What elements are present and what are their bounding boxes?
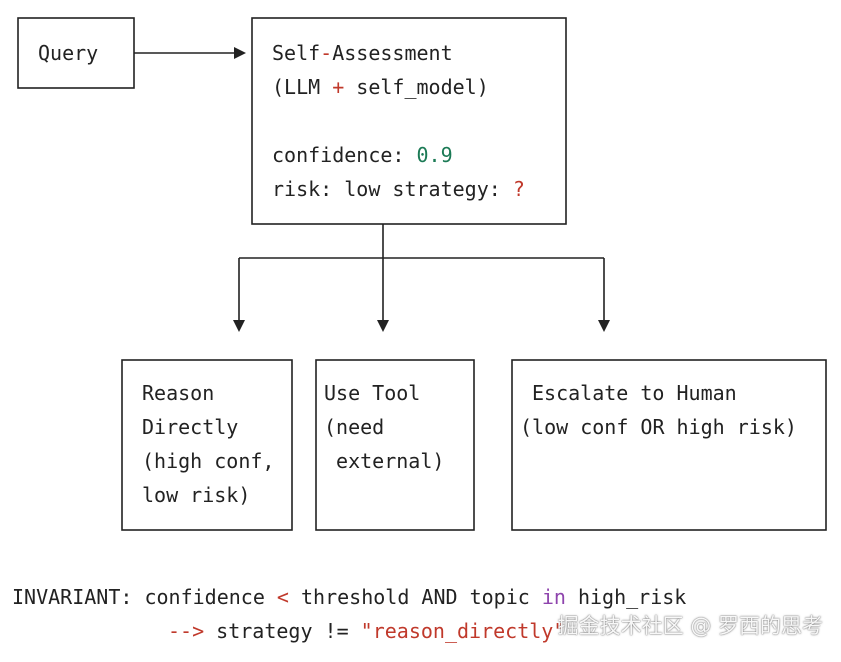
use-tool-line-3: external) — [324, 449, 444, 473]
self-assessment-box-border — [251, 17, 567, 225]
use-tool-line-2: (need — [324, 415, 384, 439]
query-label: Query — [38, 41, 98, 65]
self-assessment-subtitle: (LLM + self_model) — [272, 75, 489, 99]
escalate-box-border — [511, 359, 827, 531]
reason-directly-line-2: Directly — [142, 415, 238, 439]
reason-directly-line-3: (high conf, — [142, 449, 274, 473]
watermark: 掘金技术社区 @ 罗西的思考 — [557, 614, 823, 638]
confidence-line: confidence: 0.9 — [272, 143, 453, 167]
down-arrow-icon — [377, 320, 389, 332]
reason-directly-line-4: low risk) — [142, 483, 250, 507]
invariant-line-1: INVARIANT: confidence < threshold AND to… — [12, 585, 686, 609]
arrow-head-icon — [234, 47, 246, 59]
self-assessment-node: Self-Assessment (LLM + self_model) confi… — [251, 17, 567, 225]
self-assessment-title: Self-Assessment — [272, 41, 453, 65]
reason-directly-node: Reason Directly (high conf, low risk) — [121, 359, 293, 531]
down-arrow-icon — [233, 320, 245, 332]
invariant-line-2: --> strategy != "reason_directly" — [168, 619, 565, 643]
use-tool-line-1: Use Tool — [324, 381, 420, 405]
escalate-to-human-node: Escalate to Human (low conf OR high risk… — [511, 359, 827, 531]
invariant-statement: INVARIANT: confidence < threshold AND to… — [12, 585, 686, 643]
escalate-line-2: (low conf OR high risk) — [520, 415, 797, 439]
escalate-line-1: Escalate to Human — [532, 381, 737, 405]
query-node: Query — [17, 17, 135, 89]
use-tool-node: Use Tool (need external) — [315, 359, 475, 531]
risk-strategy-line: risk: low strategy: ? — [272, 177, 525, 201]
reason-directly-box-border — [121, 359, 293, 531]
use-tool-box-border — [315, 359, 475, 531]
query-to-assessment-arrow — [134, 47, 246, 59]
reason-directly-line-1: Reason — [142, 381, 214, 405]
branch-connectors — [233, 224, 610, 332]
down-arrow-icon — [598, 320, 610, 332]
